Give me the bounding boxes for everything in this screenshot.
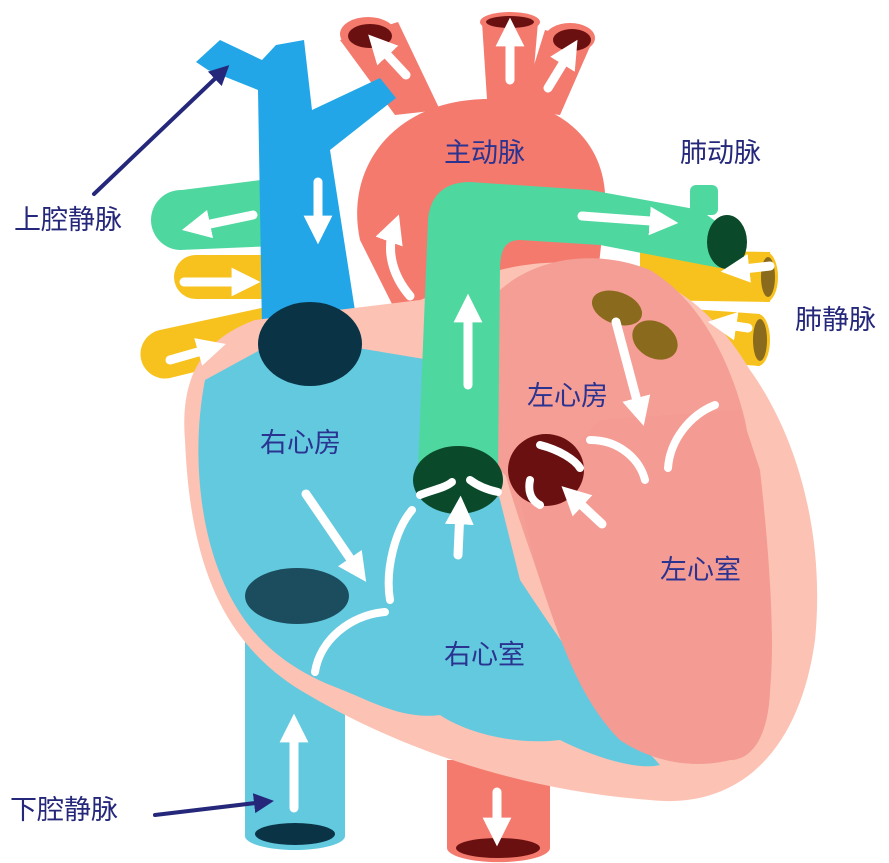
pulmonary-artery-opening <box>707 215 747 269</box>
pulmonary-valve <box>413 446 503 514</box>
label-superior-vena-cava: 上腔静脉 <box>14 207 122 234</box>
label-right-atrium: 右心房 <box>260 430 341 457</box>
label-inferior-vena-cava: 下腔静脉 <box>10 797 118 824</box>
flow-arrow <box>458 510 460 555</box>
inferior-vena-cava-opening <box>255 823 335 845</box>
label-aorta: 主动脉 <box>444 140 525 167</box>
flow-arrow <box>722 324 748 328</box>
flow-arrow <box>582 216 664 222</box>
pointer-arrow-svc <box>94 72 222 194</box>
pulmonary-vein-opening <box>753 319 767 361</box>
label-right-ventricle: 右心室 <box>444 642 525 669</box>
label-pulmonary-artery: 肺动脉 <box>680 140 761 167</box>
descending-aorta-opening <box>456 838 540 858</box>
label-left-atrium: 左心房 <box>527 383 608 410</box>
superior-vena-cava-opening <box>258 302 362 386</box>
label-left-ventricle: 左心室 <box>660 557 741 584</box>
label-pulmonary-veins: 肺静脉 <box>795 307 876 334</box>
coronary-sinus <box>245 568 349 624</box>
flow-arrow <box>735 266 770 270</box>
